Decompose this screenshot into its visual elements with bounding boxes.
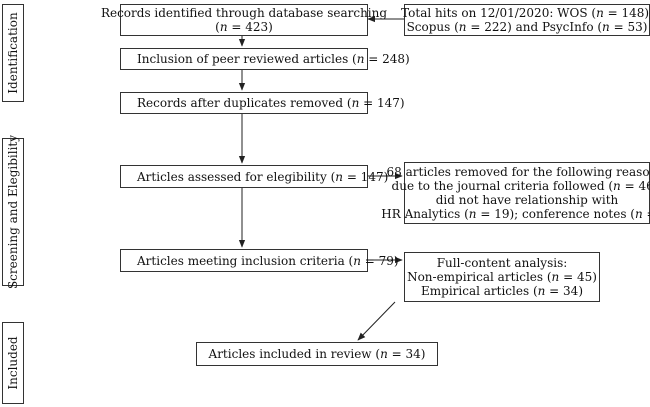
phase-included: Included (2, 322, 24, 404)
total-hits-box: Total hits on 12/01/2020: WOS (n = 148),… (401, 4, 650, 36)
included-review-line-1: Articles included in review (n = 34) (208, 347, 426, 361)
records-identified-line-2: (n = 423) (215, 20, 273, 34)
included-review-box: Articles included in review (n = 34) (196, 342, 438, 366)
arrow-fullcontent-to-included (357, 301, 396, 341)
after-duplicates-line-1: Records after duplicates removed (n = 14… (137, 96, 405, 110)
assessed-box: Articles assessed for elegibility (n = 1… (120, 165, 388, 188)
total-hits-line-2: Scopus (n = 222) and PsycInfo (n = 53) (406, 20, 648, 34)
removed-line-4: HR Analytics (n = 19); conference notes … (381, 207, 650, 221)
peer-reviewed-box: Inclusion of peer reviewed articles (n =… (120, 48, 410, 70)
phase-screening: Screening and Elegibility (2, 135, 24, 289)
meeting-criteria-line-1: Articles meeting inclusion criteria (n =… (137, 253, 399, 268)
records-identified-line-1: Records identified through database sear… (100, 6, 388, 20)
removed-line-1: 68 articles removed for the following re… (386, 165, 650, 179)
records-identified-box: Records identified through database sear… (101, 4, 387, 36)
total-hits-line-1: Total hits on 12/01/2020: WOS (n = 148), (401, 6, 650, 20)
full-content-line-2: Non-empirical articles (n = 45) (407, 270, 597, 284)
removed-line-3: did not have relationship with (435, 193, 619, 207)
removed-line-2: due to the journal criteria followed (n … (391, 179, 650, 193)
assessed-line-1: Articles assessed for elegibility (n = 1… (137, 169, 389, 184)
full-content-box: Full-content analysis: Non-empirical art… (404, 252, 600, 302)
full-content-line-3: Empirical articles (n = 34) (421, 284, 583, 298)
phase-identification: Identification (2, 4, 24, 102)
after-duplicates-box: Records after duplicates removed (n = 14… (120, 92, 405, 114)
removed-box: 68 articles removed for the following re… (381, 162, 650, 224)
peer-reviewed-line-1: Inclusion of peer reviewed articles (n =… (137, 52, 410, 66)
meeting-criteria-box: Articles meeting inclusion criteria (n =… (120, 249, 399, 272)
full-content-line-1: Full-content analysis: (436, 256, 568, 270)
